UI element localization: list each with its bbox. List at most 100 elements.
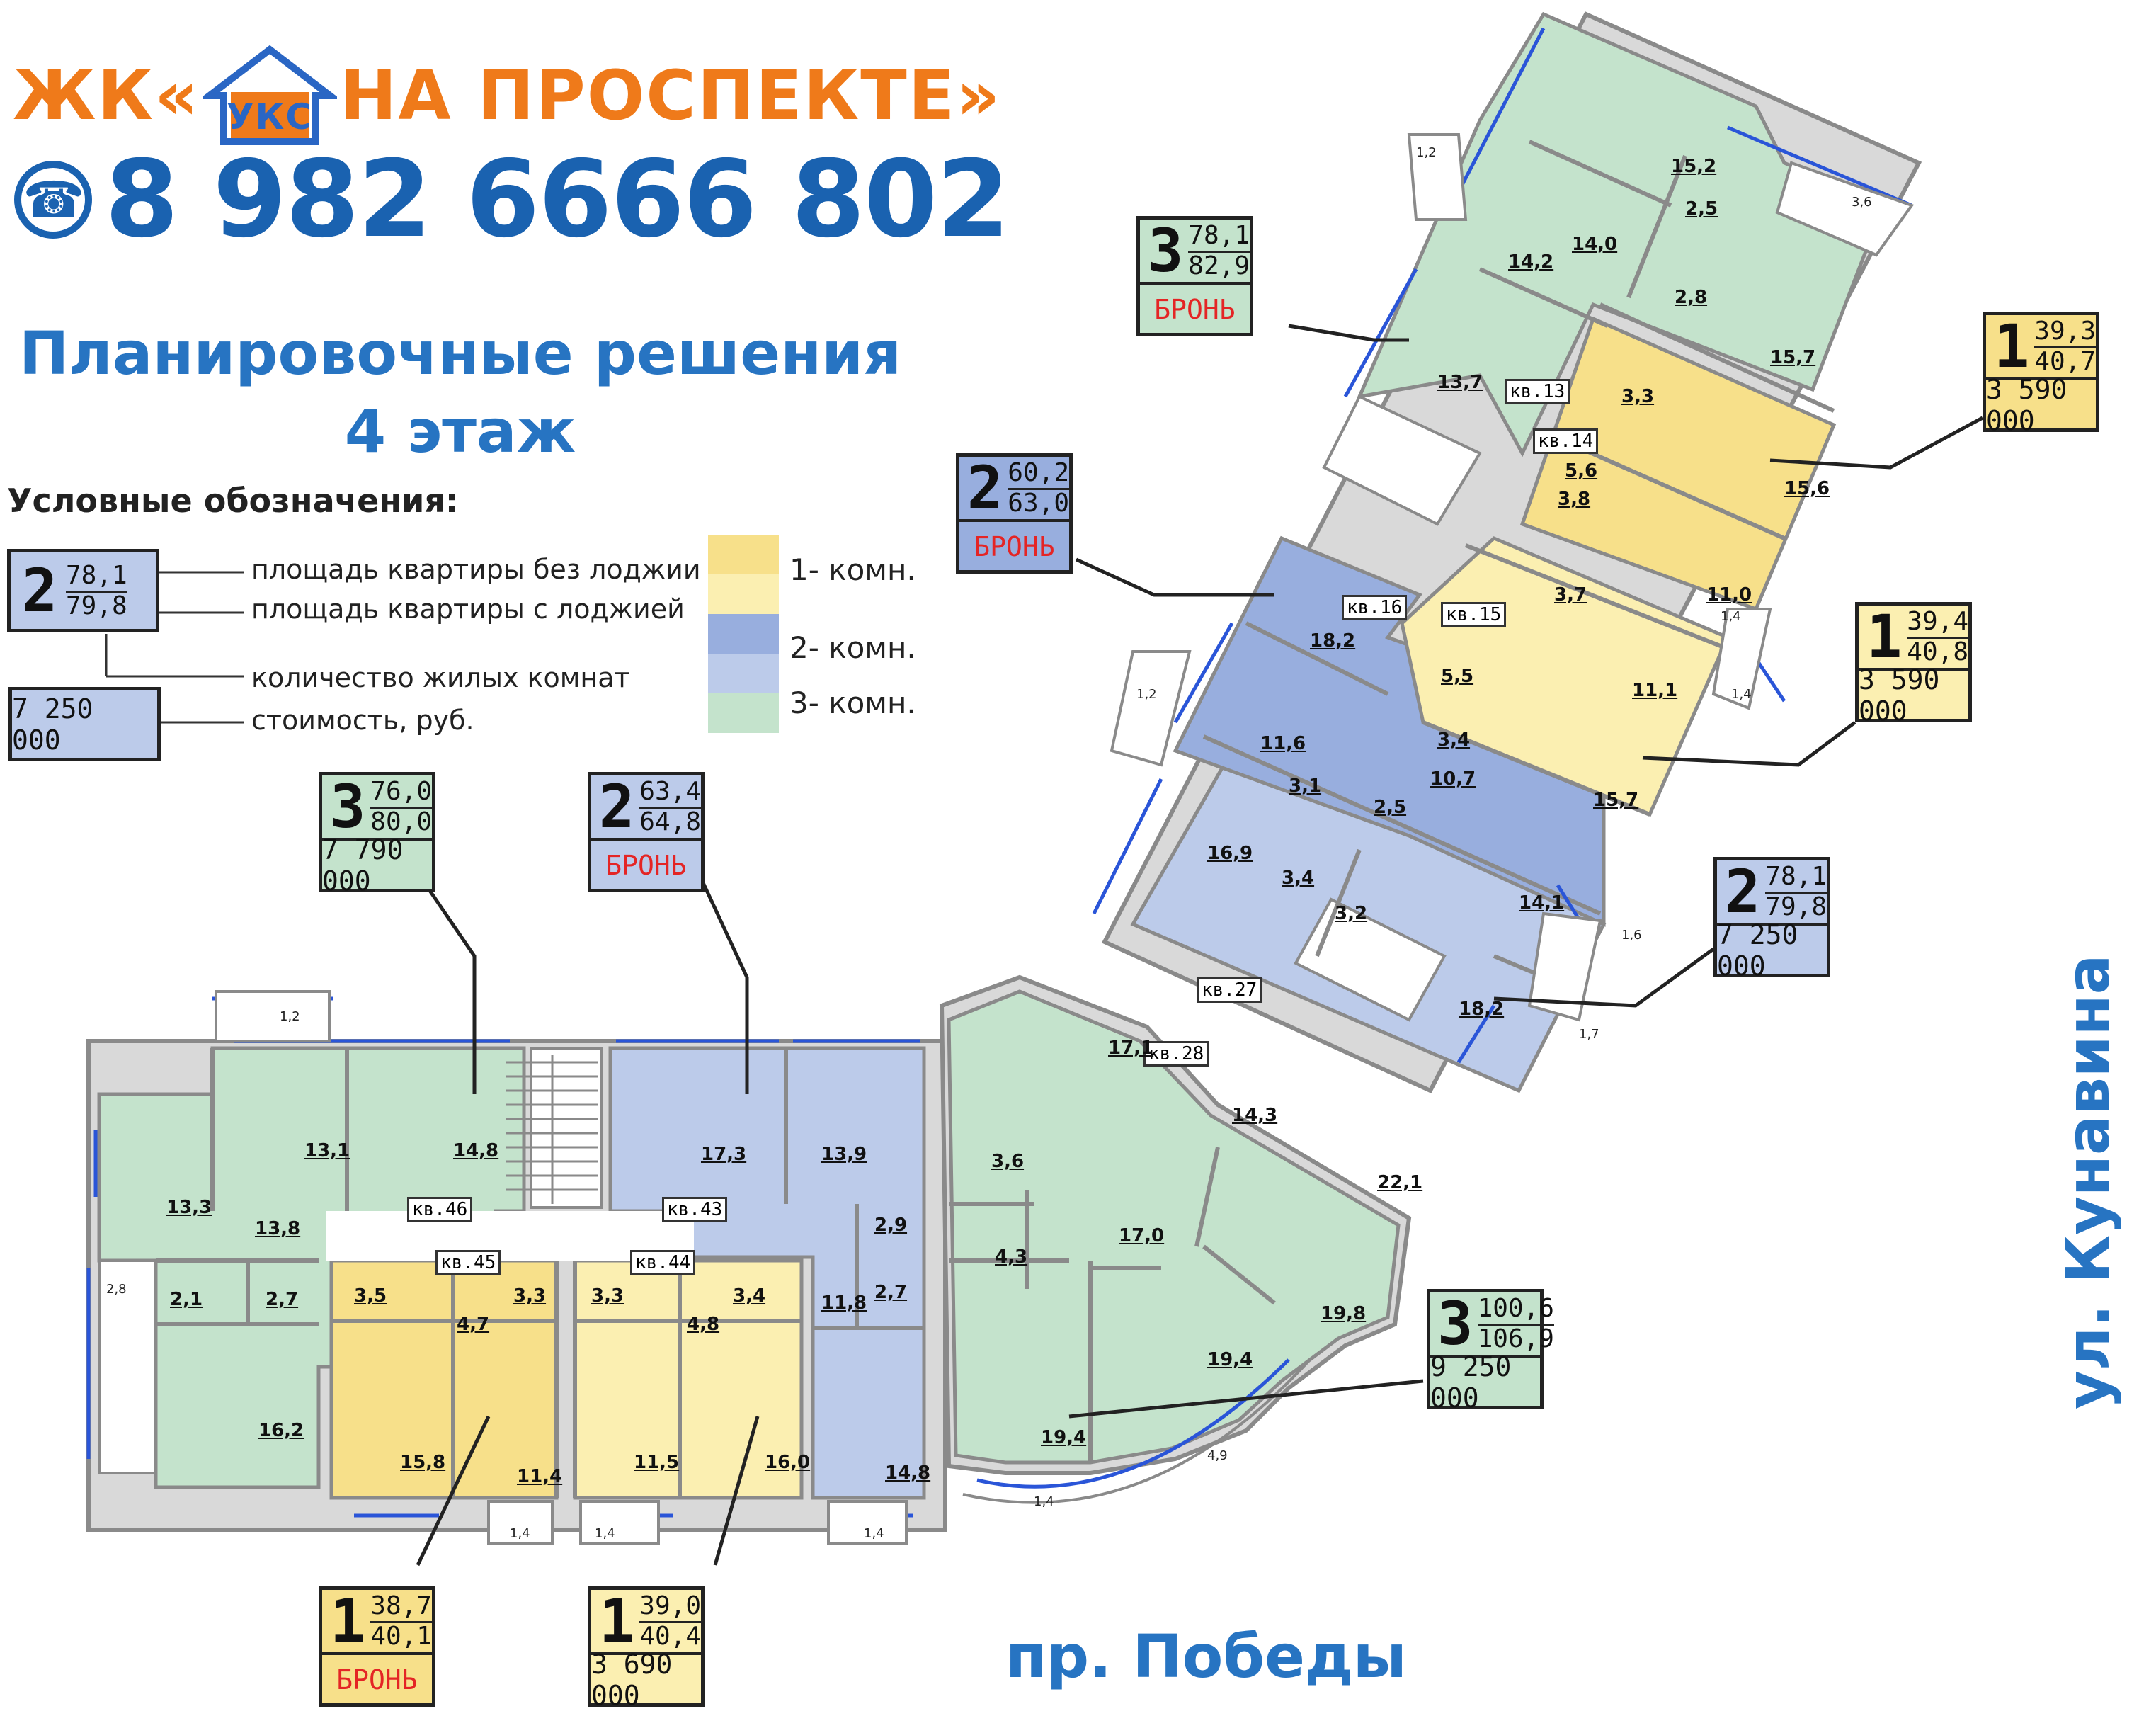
street-pobedy: пр. Победы — [1005, 1622, 1407, 1691]
left-stair-steps — [506, 1055, 598, 1204]
card-rooms: 2 — [598, 772, 635, 841]
card-area-loggia: 63,0 — [1008, 488, 1069, 518]
card-area: 39,3 — [2034, 317, 2096, 348]
legend-sample-price-card: 7 250 000 — [8, 687, 161, 761]
balcony-13 — [1407, 133, 1468, 221]
card-area: 39,0 — [639, 1592, 701, 1623]
card-status: БРОНЬ — [974, 531, 1055, 562]
leader-lines — [416, 324, 1984, 1567]
legend-sample-rooms: 2 — [21, 556, 58, 625]
phone-number[interactable]: ☎ 8 982 6666 802 — [14, 138, 1010, 261]
left-wing — [86, 990, 947, 1545]
card-area-loggia: 40,8 — [1907, 637, 1968, 666]
legend-sample-area: 78,1 — [66, 562, 127, 593]
logo-prefix: ЖК« — [13, 56, 200, 135]
card-status: БРОНЬ — [336, 1664, 418, 1695]
legend-type-2: 2- комн. — [789, 630, 916, 665]
left-stair — [530, 1047, 603, 1209]
balcony-43 — [827, 1500, 908, 1545]
balcony-46 — [215, 990, 331, 1042]
legend-swatch-3 — [708, 693, 779, 733]
card-area-loggia: 40,4 — [639, 1621, 701, 1651]
card-area-loggia: 40,1 — [370, 1621, 432, 1651]
card-rooms: 1 — [329, 1586, 366, 1656]
card-status: 3 690 000 — [591, 1649, 673, 1711]
lower-stair — [1294, 897, 1447, 1022]
card-status: 3 590 000 — [1986, 374, 2067, 436]
card-status: 7 790 000 — [322, 834, 404, 897]
legend-swatch-1-dark — [708, 535, 779, 574]
corner-internal-walls — [949, 1147, 1276, 1462]
card-status: БРОНЬ — [1154, 294, 1236, 325]
card-area: 78,1 — [1765, 863, 1827, 894]
balcony-15 — [1711, 608, 1772, 710]
card-rooms: 1 — [598, 1586, 635, 1656]
card-area-loggia: 64,8 — [639, 807, 701, 836]
card-area: 63,4 — [639, 778, 701, 809]
legend-desc-rooms: количество жилых комнат — [251, 662, 630, 693]
legend-sample-price: 7 250 000 — [12, 693, 93, 756]
legend-title: Условные обозначения: — [7, 482, 459, 520]
phone-icon: ☎ — [14, 161, 92, 239]
card-area: 39,4 — [1907, 608, 1968, 639]
card-area-loggia: 40,7 — [2034, 346, 2096, 376]
legend-desc-area-loggia: площадь квартиры с лоджией — [251, 593, 685, 625]
card-rooms: 3 — [1147, 216, 1184, 285]
logo-mark: УКС — [227, 96, 313, 137]
legend-swatch-2-dark — [708, 614, 779, 654]
balcony-13-corner — [1775, 161, 1915, 257]
logo-name: НА ПРОСПЕКТЕ» — [340, 56, 1002, 135]
unit-44-fill — [573, 1258, 804, 1500]
legend-swatch-2-light — [708, 654, 779, 693]
legend-type-1: 1- комн. — [789, 552, 916, 587]
card-status: 7 250 000 — [1717, 919, 1798, 982]
card-area-loggia: 82,9 — [1188, 251, 1250, 280]
left-internal-walls — [156, 1048, 924, 1498]
card-rooms: 3 — [1437, 1289, 1473, 1358]
card-status: 9 250 000 — [1430, 1351, 1512, 1414]
diagonal-internal-walls — [1202, 140, 1835, 994]
card-area: 60,2 — [1008, 459, 1069, 490]
street-kunavina: ул. Кунавина — [2053, 954, 2123, 1409]
card-rooms: 2 — [966, 453, 1003, 523]
balcony-45 — [487, 1500, 554, 1545]
curved-balcony — [962, 1358, 1311, 1504]
legend-swatch-1-light — [708, 574, 779, 614]
diagonal-windows — [1092, 27, 1912, 1064]
card-status: 3 590 000 — [1859, 664, 1940, 727]
logo-title: ЖК« УКС НА ПРОСПЕКТЕ» — [13, 42, 1001, 149]
card-area-loggia: 79,8 — [1765, 892, 1827, 921]
card-area: 100,6 — [1477, 1295, 1554, 1326]
card-area-loggia: 80,0 — [370, 807, 432, 836]
page-title: Планировочные решения — [18, 319, 902, 388]
